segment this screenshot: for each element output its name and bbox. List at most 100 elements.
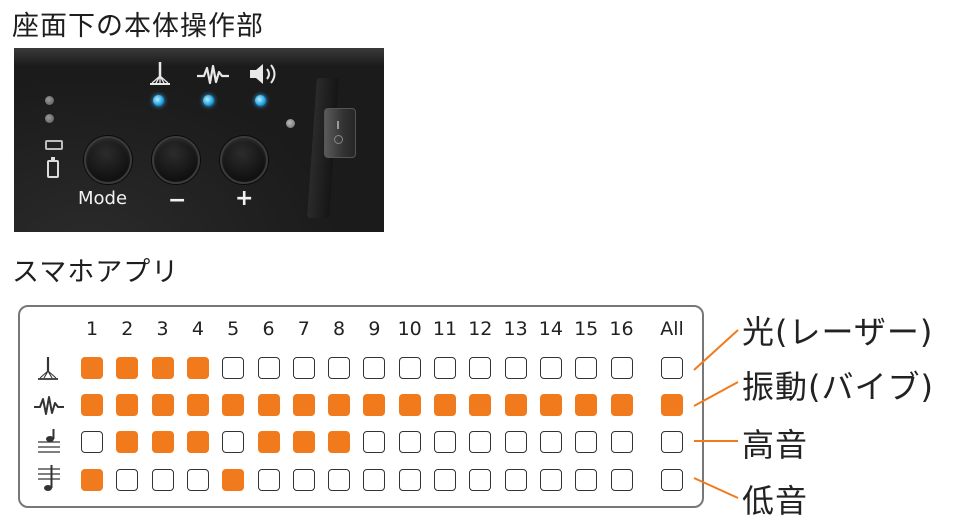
toggle-cell[interactable] bbox=[610, 431, 633, 453]
toggle-cell[interactable] bbox=[539, 431, 562, 453]
column-header: 16 bbox=[609, 318, 634, 340]
toggle-cell[interactable] bbox=[116, 469, 139, 491]
column-header: 12 bbox=[468, 318, 493, 340]
column-header: 3 bbox=[156, 318, 169, 340]
toggle-cell[interactable] bbox=[610, 394, 633, 416]
column-header: 8 bbox=[333, 318, 346, 340]
toggle-cell[interactable] bbox=[257, 357, 280, 379]
column-header: 4 bbox=[191, 318, 204, 340]
toggle-cell[interactable] bbox=[469, 357, 492, 379]
toggle-cell[interactable] bbox=[116, 431, 139, 453]
column-header: 5 bbox=[227, 318, 240, 340]
toggle-cell[interactable] bbox=[575, 357, 598, 379]
column-header: 15 bbox=[574, 318, 599, 340]
toggle-cell[interactable] bbox=[257, 469, 280, 491]
toggle-cell[interactable] bbox=[504, 394, 527, 416]
toggle-cell[interactable] bbox=[398, 431, 421, 453]
low-note-icon bbox=[38, 465, 60, 491]
toggle-cell[interactable] bbox=[661, 357, 683, 379]
toggle-cell[interactable] bbox=[151, 394, 174, 416]
toggle-cell[interactable] bbox=[222, 469, 245, 491]
toggle-cell[interactable] bbox=[257, 431, 280, 453]
toggle-cell[interactable] bbox=[661, 431, 683, 453]
toggle-cell[interactable] bbox=[398, 394, 421, 416]
high-tone-row-label: 高音 bbox=[742, 426, 809, 464]
vibration-icon bbox=[34, 396, 64, 415]
toggle-cell[interactable] bbox=[398, 469, 421, 491]
toggle-cell[interactable] bbox=[292, 357, 315, 379]
toggle-cell[interactable] bbox=[222, 357, 245, 379]
indicator-dot bbox=[286, 119, 295, 128]
toggle-cell[interactable] bbox=[257, 394, 280, 416]
toggle-cell[interactable] bbox=[434, 431, 456, 453]
vibration-icon bbox=[197, 64, 229, 85]
toggle-cell[interactable] bbox=[661, 469, 683, 491]
toggle-cell[interactable] bbox=[151, 357, 174, 379]
toggle-cell[interactable] bbox=[504, 469, 527, 491]
toggle-cell[interactable] bbox=[81, 357, 103, 379]
column-header: 9 bbox=[368, 318, 381, 340]
toggle-cell[interactable] bbox=[81, 469, 103, 491]
toggle-cell[interactable] bbox=[151, 431, 174, 453]
toggle-cell[interactable] bbox=[504, 357, 527, 379]
speaker-icon bbox=[250, 64, 276, 84]
toggle-cell[interactable] bbox=[222, 431, 245, 453]
minus-button[interactable] bbox=[152, 136, 200, 184]
toggle-cell[interactable] bbox=[575, 469, 598, 491]
toggle-cell[interactable] bbox=[469, 394, 492, 416]
toggle-cell[interactable] bbox=[398, 357, 421, 379]
column-header: All bbox=[660, 318, 684, 340]
device-control-panel: Mode − + bbox=[14, 48, 384, 232]
toggle-cell[interactable] bbox=[610, 469, 633, 491]
toggle-cell[interactable] bbox=[292, 469, 315, 491]
toggle-cell[interactable] bbox=[328, 394, 351, 416]
toggle-cell[interactable] bbox=[328, 431, 351, 453]
toggle-cell[interactable] bbox=[186, 469, 209, 491]
toggle-cell[interactable] bbox=[151, 469, 174, 491]
column-header: 10 bbox=[397, 318, 422, 340]
toggle-cell[interactable] bbox=[610, 357, 633, 379]
toggle-cell[interactable] bbox=[186, 431, 209, 453]
vibration-row-label: 振動(バイブ) bbox=[742, 368, 934, 406]
toggle-cell[interactable] bbox=[363, 431, 386, 453]
toggle-cell[interactable] bbox=[363, 469, 386, 491]
toggle-cell[interactable] bbox=[504, 431, 527, 453]
toggle-cell[interactable] bbox=[81, 394, 103, 416]
status-led bbox=[45, 96, 54, 105]
toggle-cell[interactable] bbox=[539, 394, 562, 416]
toggle-cell[interactable] bbox=[434, 357, 456, 379]
minus-button-label: − bbox=[168, 188, 187, 213]
plus-button[interactable] bbox=[220, 136, 268, 184]
toggle-cell[interactable] bbox=[186, 394, 209, 416]
toggle-cell[interactable] bbox=[539, 357, 562, 379]
laser-indicator-led bbox=[153, 95, 164, 106]
toggle-cell[interactable] bbox=[469, 469, 492, 491]
power-switch[interactable] bbox=[324, 108, 356, 158]
mode-button[interactable] bbox=[84, 136, 132, 184]
toggle-cell[interactable] bbox=[292, 394, 315, 416]
toggle-cell[interactable] bbox=[116, 357, 139, 379]
toggle-cell[interactable] bbox=[434, 469, 456, 491]
toggle-cell[interactable] bbox=[81, 431, 103, 453]
toggle-cell[interactable] bbox=[363, 357, 386, 379]
toggle-cell[interactable] bbox=[661, 394, 683, 416]
toggle-cell[interactable] bbox=[469, 431, 492, 453]
toggle-cell[interactable] bbox=[116, 394, 139, 416]
toggle-cell[interactable] bbox=[363, 394, 386, 416]
toggle-cell[interactable] bbox=[328, 357, 351, 379]
toggle-cell[interactable] bbox=[186, 357, 209, 379]
toggle-cell[interactable] bbox=[222, 394, 245, 416]
toggle-cell[interactable] bbox=[434, 394, 456, 416]
toggle-cell[interactable] bbox=[292, 431, 315, 453]
high-note-icon bbox=[38, 429, 60, 453]
toggle-cell[interactable] bbox=[575, 431, 598, 453]
column-header: 1 bbox=[85, 318, 99, 340]
low-tone-row-label: 低音 bbox=[742, 482, 809, 520]
column-header: 11 bbox=[432, 318, 458, 340]
toggle-cell[interactable] bbox=[539, 469, 562, 491]
callout-lines bbox=[693, 329, 739, 499]
column-header: 7 bbox=[297, 318, 310, 340]
column-header: 6 bbox=[262, 318, 275, 340]
toggle-cell[interactable] bbox=[575, 394, 598, 416]
toggle-cell[interactable] bbox=[328, 469, 351, 491]
